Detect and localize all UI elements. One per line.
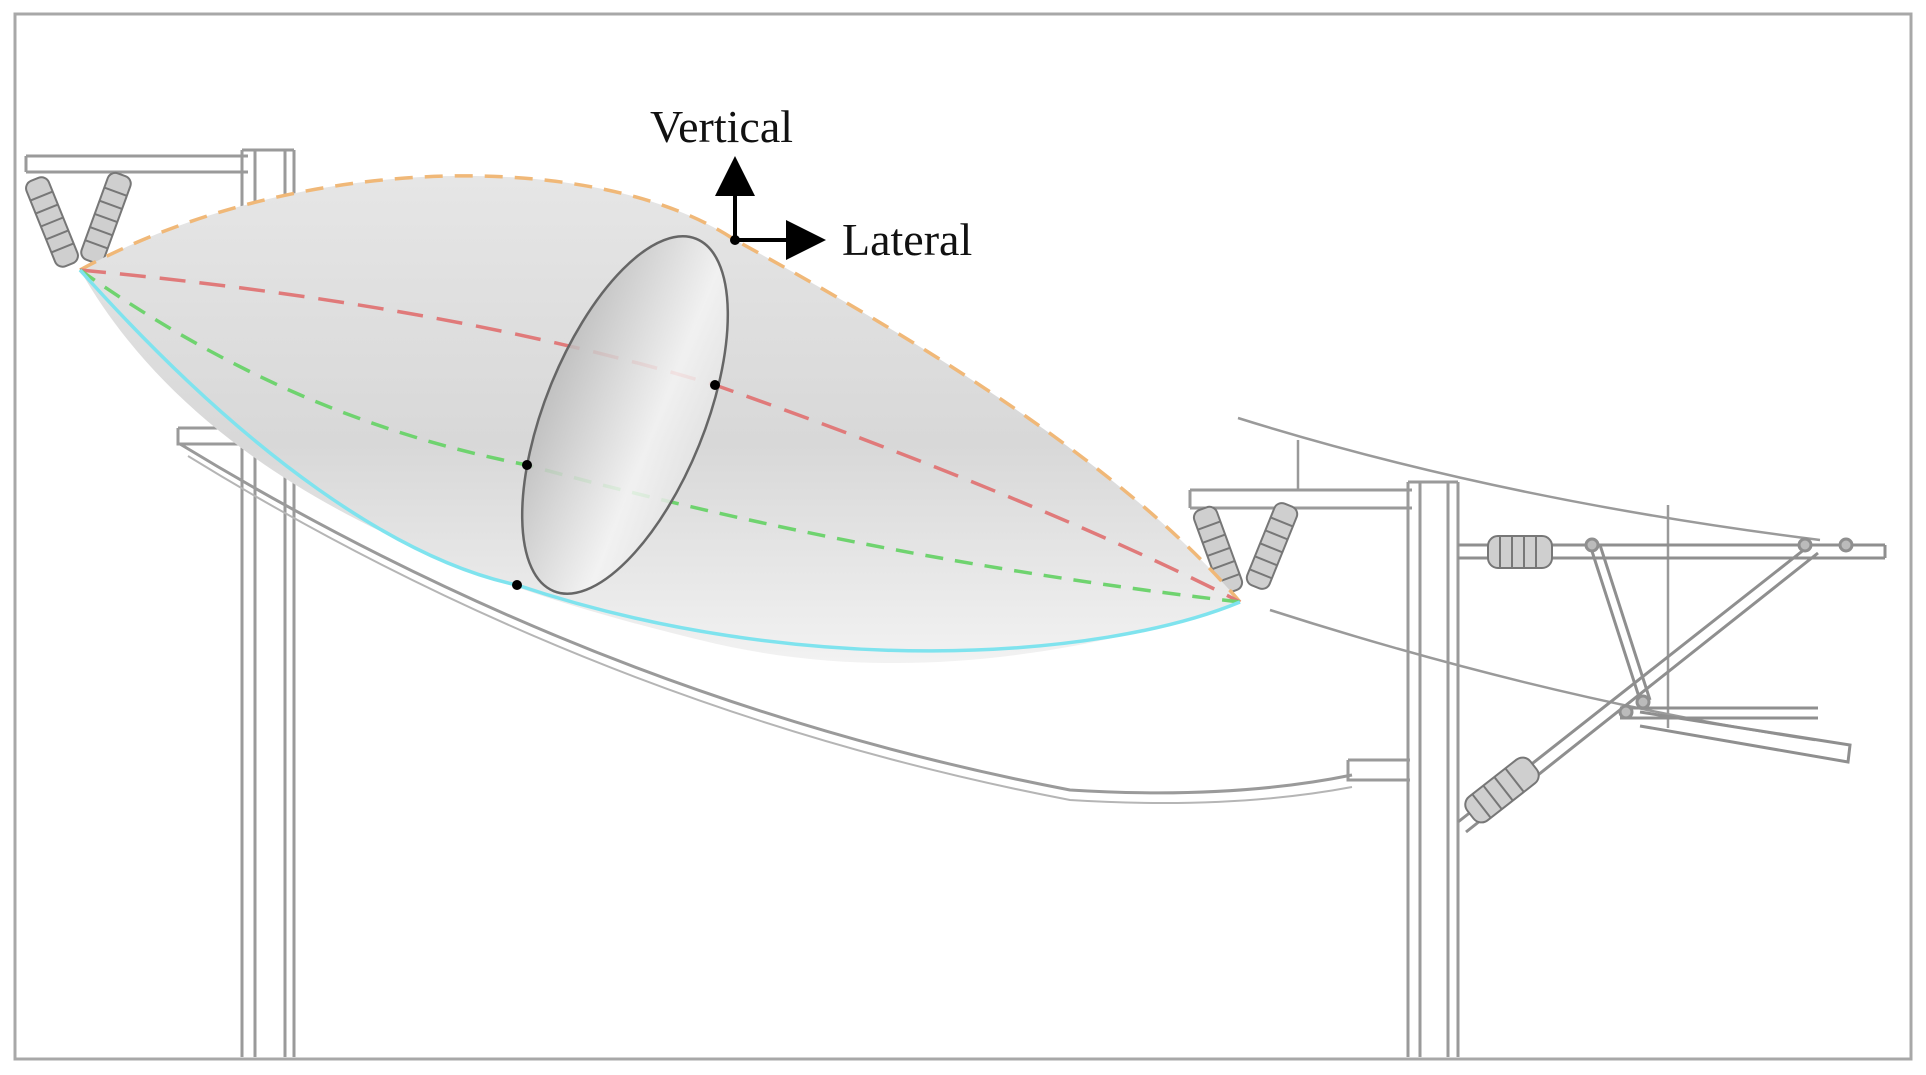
left-insulator-pair bbox=[25, 171, 132, 268]
bottom-trajectory bbox=[78, 268, 1241, 653]
right-insulator-pair bbox=[1192, 502, 1299, 595]
point-lower bbox=[522, 460, 532, 470]
cantilever-assembly bbox=[1457, 537, 1887, 834]
vertical-label: Vertical bbox=[650, 101, 793, 152]
contact-wire-inner bbox=[187, 455, 1353, 805]
cantilever-insulator-diagonal bbox=[1464, 756, 1540, 824]
point-middle bbox=[710, 380, 720, 390]
cross-section-ellipse bbox=[520, 235, 730, 595]
figure-frame bbox=[13, 12, 1913, 1061]
right-span-wires bbox=[1237, 416, 1821, 742]
axis-arrows bbox=[715, 156, 826, 260]
contact-wire bbox=[179, 442, 1353, 795]
trajectory-points bbox=[512, 235, 740, 590]
point-bottom bbox=[512, 580, 522, 590]
right-mast bbox=[1188, 480, 1460, 1057]
cantilever-insulator-horizontal bbox=[1487, 535, 1553, 569]
lateral-label: Lateral bbox=[842, 214, 972, 265]
